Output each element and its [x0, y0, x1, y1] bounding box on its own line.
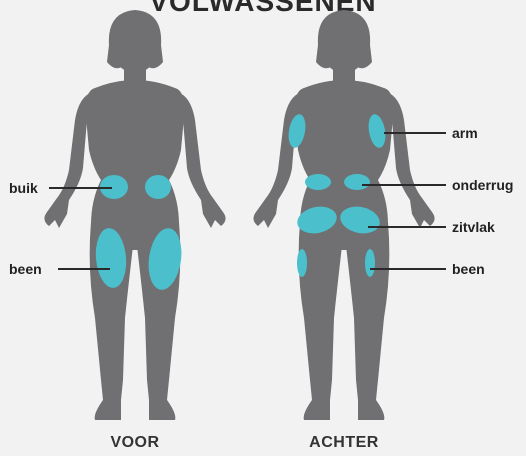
label-back-lower-back: onderrug: [452, 177, 513, 193]
back-lower-back-site-left: [305, 174, 331, 190]
label-front-leg: been: [9, 261, 42, 277]
front-figure: [44, 10, 225, 420]
front-abdomen-site-right: [145, 175, 171, 199]
label-back-arm: arm: [452, 125, 478, 141]
back-leg-site-left: [297, 249, 307, 277]
front-body-silhouette: [44, 10, 225, 420]
back-leg-site-right: [365, 249, 375, 277]
back-lower-back-site-right: [344, 174, 370, 190]
view-label-front: VOOR: [110, 434, 159, 451]
label-back-leg: been: [452, 261, 485, 277]
label-front-abdomen: buik: [9, 180, 38, 196]
label-back-buttocks: zitvlak: [452, 219, 495, 235]
view-label-back: ACHTER: [309, 434, 379, 451]
